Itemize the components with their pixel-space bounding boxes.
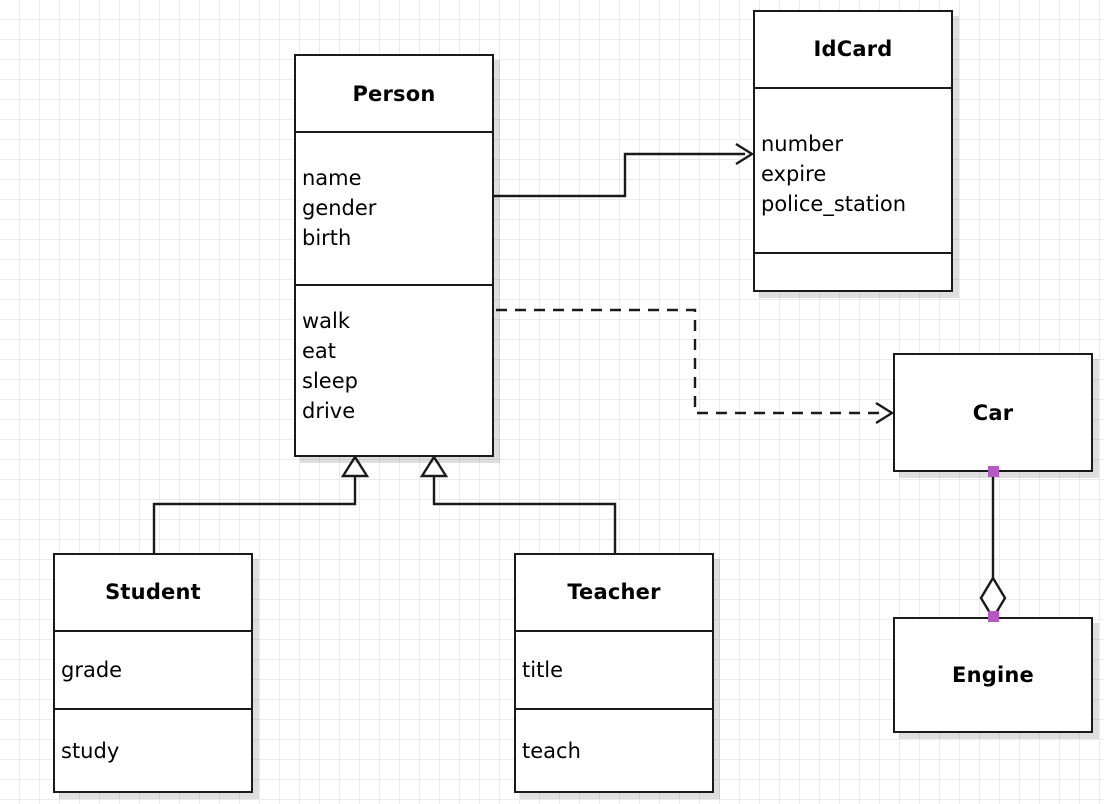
- generalization-line: [152, 474, 357, 553]
- class-box-teacher[interactable]: Teacher title teach: [514, 553, 714, 793]
- generalization-line: [432, 474, 617, 553]
- relationship-car-engine[interactable]: [979, 472, 1007, 621]
- class-box-idcard[interactable]: IdCard number expire police_station: [753, 10, 953, 292]
- method-item: sleep: [302, 368, 358, 393]
- class-name-idcard: IdCard: [813, 37, 893, 62]
- endpoint-handle-car-side[interactable]: [988, 466, 999, 477]
- methods-student: study: [55, 708, 251, 791]
- dependency-line: [496, 308, 885, 415]
- open-arrowhead-icon: [735, 142, 755, 166]
- method-item: drive: [302, 398, 356, 423]
- attribute-item: title: [522, 658, 564, 683]
- class-name-car: Car: [972, 400, 1014, 425]
- class-box-car[interactable]: Car: [893, 353, 1093, 472]
- relationship-student-person[interactable]: [152, 454, 370, 553]
- attribute-item: birth: [302, 226, 352, 251]
- class-name-student: Student: [105, 580, 201, 605]
- class-box-person[interactable]: Person name gender birth walk eat sleep …: [294, 54, 494, 457]
- attributes-idcard: number expire police_station: [755, 86, 951, 252]
- hollow-triangle-icon: [340, 454, 370, 478]
- class-name-teacher: Teacher: [567, 580, 661, 605]
- attributes-teacher: title: [516, 629, 712, 709]
- method-item: study: [61, 738, 120, 763]
- class-name-engine: Engine: [952, 663, 1034, 687]
- open-arrowhead-icon: [875, 401, 895, 425]
- attribute-item: expire: [761, 161, 827, 186]
- attribute-item: gender: [302, 196, 377, 221]
- class-box-student[interactable]: Student grade study: [53, 553, 253, 793]
- methods-teacher: teach: [516, 708, 712, 791]
- hollow-triangle-icon: [419, 454, 449, 478]
- method-item: teach: [522, 738, 581, 763]
- attributes-person: name gender birth: [296, 131, 492, 283]
- methods-person: walk eat sleep drive: [296, 283, 492, 455]
- method-item: walk: [302, 308, 351, 333]
- relationship-person-car[interactable]: [496, 308, 895, 425]
- relationship-person-idcard[interactable]: [494, 142, 755, 198]
- class-box-engine[interactable]: Engine: [893, 617, 1093, 733]
- attribute-item: grade: [61, 658, 123, 683]
- relationship-teacher-person[interactable]: [419, 454, 617, 553]
- class-name-person: Person: [352, 81, 436, 106]
- attribute-item: number: [761, 131, 843, 156]
- methods-idcard: [755, 251, 951, 290]
- attributes-student: grade: [55, 629, 251, 709]
- attribute-item: name: [302, 166, 362, 191]
- attribute-item: police_station: [761, 191, 907, 216]
- endpoint-handle-engine-side[interactable]: [988, 611, 999, 622]
- method-item: eat: [302, 338, 337, 363]
- association-line: [494, 152, 745, 198]
